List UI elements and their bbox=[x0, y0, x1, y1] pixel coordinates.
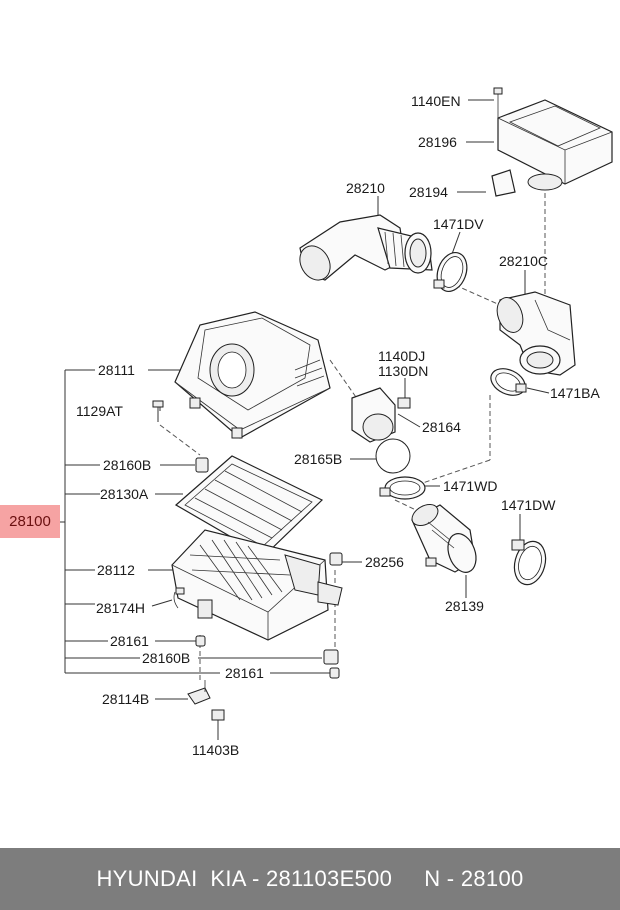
bracket-28114B bbox=[187, 680, 211, 705]
callout-1471DW: 1471DW bbox=[501, 497, 556, 513]
grommet-28161-a bbox=[195, 635, 206, 647]
elbow-duct-28210C bbox=[496, 291, 576, 376]
callout-28130A: 28130A bbox=[100, 486, 149, 502]
callout-1471BA: 1471BA bbox=[550, 385, 600, 401]
callout-1129AT: 1129AT bbox=[76, 403, 123, 419]
part-number-footer: HYUNDAI KIA - 281103E500 N - 28100 bbox=[0, 848, 620, 910]
callout-1140DJ: 1140DJ bbox=[378, 348, 425, 364]
highlighted-part-box bbox=[0, 505, 60, 538]
callout-28161-a: 28161 bbox=[110, 633, 149, 649]
leader-lines bbox=[148, 99, 550, 740]
resonator-28196 bbox=[491, 87, 613, 197]
callout-1471DV: 1471DV bbox=[433, 216, 484, 232]
bolt-1129AT bbox=[152, 400, 164, 422]
callout-28210C: 28210C bbox=[499, 253, 548, 269]
callout-28111: 28111 bbox=[98, 362, 135, 378]
drain-hose-28174H bbox=[173, 587, 185, 609]
hose-clamp-1471WD bbox=[379, 476, 426, 500]
callout-28161-b: 28161 bbox=[225, 665, 264, 681]
callout-labels: 1140EN 28196 28210 28194 1471DV 28210C 2… bbox=[76, 93, 600, 758]
callout-28112: 28112 bbox=[97, 562, 135, 578]
upper-cover-28111 bbox=[174, 311, 331, 439]
gasket-28165B bbox=[375, 438, 411, 474]
callout-28165B: 28165B bbox=[294, 451, 342, 467]
callout-28160B-top: 28160B bbox=[103, 457, 151, 473]
parts-diagram-area: 1140EN 28196 28210 28194 1471DV 28210C 2… bbox=[0, 87, 613, 758]
grommet-28161-b bbox=[329, 667, 340, 679]
airflow-sensor-28164 bbox=[351, 387, 411, 443]
lower-housing-28112 bbox=[171, 529, 343, 641]
callout-1140EN: 1140EN bbox=[411, 93, 461, 109]
grommet-28160B-top bbox=[195, 457, 209, 473]
footer-text: HYUNDAI KIA - 281103E500 N - 28100 bbox=[96, 866, 524, 891]
callout-28174H: 28174H bbox=[96, 600, 145, 616]
callout-1471WD: 1471WD bbox=[443, 478, 497, 494]
callout-28139: 28139 bbox=[445, 598, 484, 614]
assembly-bracket bbox=[60, 369, 220, 674]
callout-28210: 28210 bbox=[346, 180, 385, 196]
callout-28160B-bottom: 28160B bbox=[142, 650, 190, 666]
air-duct-28210 bbox=[299, 214, 433, 281]
callout-28256: 28256 bbox=[365, 554, 404, 570]
callout-1130DN: 1130DN bbox=[378, 363, 428, 379]
hose-clamp-1471DW bbox=[511, 539, 547, 586]
callout-28164: 28164 bbox=[422, 419, 461, 435]
air-cleaner-exploded-diagram: 1140EN 28196 28210 28194 1471DV 28210C 2… bbox=[60, 87, 613, 758]
grommet-28256 bbox=[329, 552, 343, 566]
grommet-28160B-bottom bbox=[323, 649, 339, 665]
callout-11403B: 11403B bbox=[192, 742, 239, 758]
highlighted-part-label: 28100 bbox=[9, 513, 51, 530]
hose-clamp-1471DV bbox=[433, 252, 468, 292]
callout-28194: 28194 bbox=[409, 184, 448, 200]
intake-hose-28139 bbox=[411, 504, 477, 573]
callout-28114B: 28114B bbox=[102, 691, 149, 707]
hose-clamp-1471BA bbox=[490, 368, 527, 396]
bolt-11403B bbox=[211, 709, 225, 726]
callout-28196: 28196 bbox=[418, 134, 457, 150]
